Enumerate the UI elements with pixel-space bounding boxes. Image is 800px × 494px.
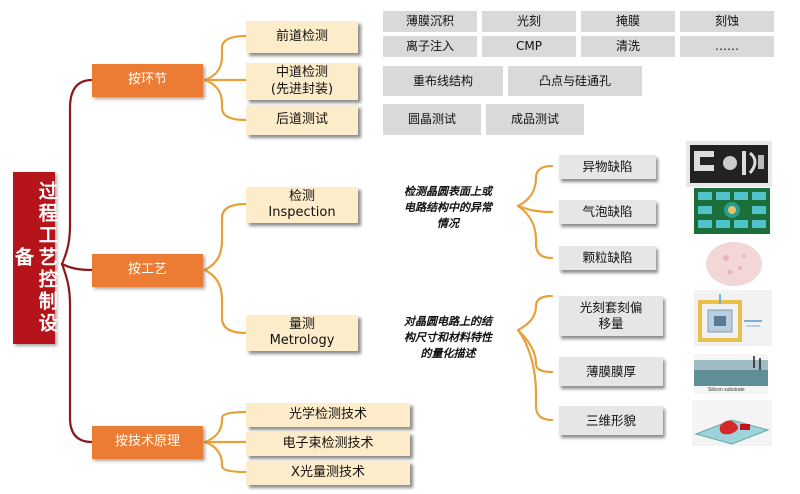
item-label: 离子注入 — [405, 39, 454, 53]
item-label: …… — [715, 39, 739, 53]
front-end-inspection-label: 前道检测 — [275, 28, 328, 44]
root-connector-mid — [60, 262, 94, 272]
metrology-connector-mid — [516, 328, 554, 374]
stage-connector-bottom — [203, 78, 248, 122]
desc-line: 的量化描述 — [420, 346, 476, 360]
item-label: 刻蚀 — [714, 14, 739, 28]
film-thickness-image: Silicon substrate — [694, 354, 768, 394]
bubble-defect: 气泡缺陷 — [559, 200, 656, 224]
front-end-inspection-node: 前道检测 — [246, 21, 358, 53]
process-connector — [203, 202, 248, 272]
item-label: 清洗 — [615, 39, 640, 53]
3d-profile-item: 三维形貌 — [559, 406, 663, 435]
ebeam-inspection-tech: 电子束检测技术 — [246, 432, 410, 456]
root-connector — [60, 78, 94, 266]
metrology-connector-bottom — [516, 328, 554, 422]
overlay-offset-item: 光刻套刻偏 移量 — [559, 296, 663, 336]
item-line: 移量 — [598, 316, 624, 331]
inspection-connector — [516, 164, 554, 208]
foreign-matter-defect: 异物缺陷 — [559, 155, 656, 179]
desc-line: 检测晶圆表面上或 — [404, 185, 492, 198]
item-line: 光刻套刻偏 — [579, 300, 643, 316]
metrology-node: 量测 Metrology — [246, 315, 358, 351]
inspection-connector-bottom — [516, 204, 554, 260]
by-stage-node: 按环节 — [92, 64, 203, 97]
by-process-node: 按工艺 — [92, 254, 203, 287]
tech-connector — [203, 410, 248, 444]
metrology-en: Metrology — [269, 333, 335, 348]
defect-label: 气泡缺陷 — [582, 204, 633, 220]
by-process-label: 按工艺 — [127, 262, 167, 278]
foreign-matter-image — [686, 141, 772, 187]
film-thickness-item: 薄膜膜厚 — [559, 357, 663, 386]
front-end-item: 光刻 — [482, 11, 576, 32]
back-end-item: 成品测试 — [486, 104, 584, 135]
metrology-cn: 量测 — [288, 316, 315, 332]
mid-end-item: 重布线结构 — [383, 66, 503, 96]
by-technology-node: 按技术原理 — [92, 426, 203, 459]
item-label: CMP — [516, 39, 542, 53]
desc-line: 情况 — [437, 216, 459, 230]
item-label: 重布线结构 — [412, 73, 473, 88]
front-end-item: 刻蚀 — [680, 11, 774, 32]
mid-end-inspection-line1: 中道检测 — [275, 65, 328, 81]
front-end-item: 掩膜 — [581, 11, 675, 32]
inspection-node: 检测 Inspection — [246, 187, 358, 223]
metrology-connector — [516, 294, 554, 332]
tech-connector-bottom — [203, 440, 248, 474]
item-label: 成品测试 — [510, 112, 559, 126]
item-label: 光刻 — [516, 14, 541, 28]
item-label: 圆晶测试 — [407, 112, 456, 126]
by-stage-label: 按环节 — [127, 72, 167, 88]
desc-line: 对晶圆电路上的结 — [404, 315, 492, 328]
front-end-item: …… — [680, 36, 774, 57]
defect-label: 颗粒缺陷 — [582, 250, 633, 266]
front-end-item: CMP — [482, 36, 576, 57]
overlay-offset-image — [694, 290, 772, 346]
desc-line: 电路结构中的异常 — [404, 200, 492, 214]
back-end-test-label: 后道测试 — [275, 111, 328, 127]
mid-end-inspection-node: 中道检测 (先进封装) — [246, 63, 358, 100]
defect-label: 异物缺陷 — [582, 159, 633, 175]
item-label: 薄膜沉积 — [405, 14, 454, 28]
back-end-item: 圆晶测试 — [383, 104, 481, 135]
item-label: 凸点与硅通孔 — [538, 73, 611, 88]
mid-end-item: 凸点与硅通孔 — [508, 66, 642, 96]
bubble-defect-image — [694, 188, 770, 234]
root-node: 过程工艺控制设备 — [12, 172, 58, 344]
particle-defect-image — [700, 238, 770, 288]
film-image-caption: Silicon substrate — [708, 387, 745, 393]
inspection-description: 检测晶圆表面上或 电路结构中的异常 情况 — [378, 184, 518, 232]
mid-end-inspection-line2: (先进封装) — [270, 81, 334, 97]
root-label: 过程工艺控制设备 — [12, 181, 58, 335]
metrology-description: 对晶圆电路上的结 构尺寸和材料特性 的量化描述 — [378, 314, 518, 362]
item-label: 掩膜 — [615, 14, 640, 28]
front-end-item: 离子注入 — [383, 36, 477, 57]
front-end-item: 薄膜沉积 — [383, 11, 477, 32]
stage-connector — [203, 34, 248, 82]
desc-line: 构尺寸和材料特性 — [404, 330, 492, 344]
front-end-item: 清洗 — [581, 36, 675, 57]
item-label: 三维形貌 — [585, 412, 636, 428]
by-technology-label: 按技术原理 — [114, 434, 180, 450]
optical-inspection-tech: 光学检测技术 — [246, 403, 410, 427]
inspection-en: Inspection — [268, 205, 336, 220]
back-end-test-node: 后道测试 — [246, 105, 358, 135]
process-connector-bottom — [203, 268, 248, 335]
tech-label: X光量测技术 — [291, 464, 365, 480]
tech-label: 电子束检测技术 — [282, 435, 374, 451]
item-label: 薄膜膜厚 — [585, 363, 636, 379]
inspection-cn: 检测 — [288, 188, 315, 204]
3d-profile-image — [692, 400, 772, 446]
root-connector-bottom — [60, 262, 94, 444]
tech-label: 光学检测技术 — [288, 406, 367, 422]
xray-metrology-tech: X光量测技术 — [246, 461, 410, 485]
particle-defect: 颗粒缺陷 — [559, 246, 656, 270]
